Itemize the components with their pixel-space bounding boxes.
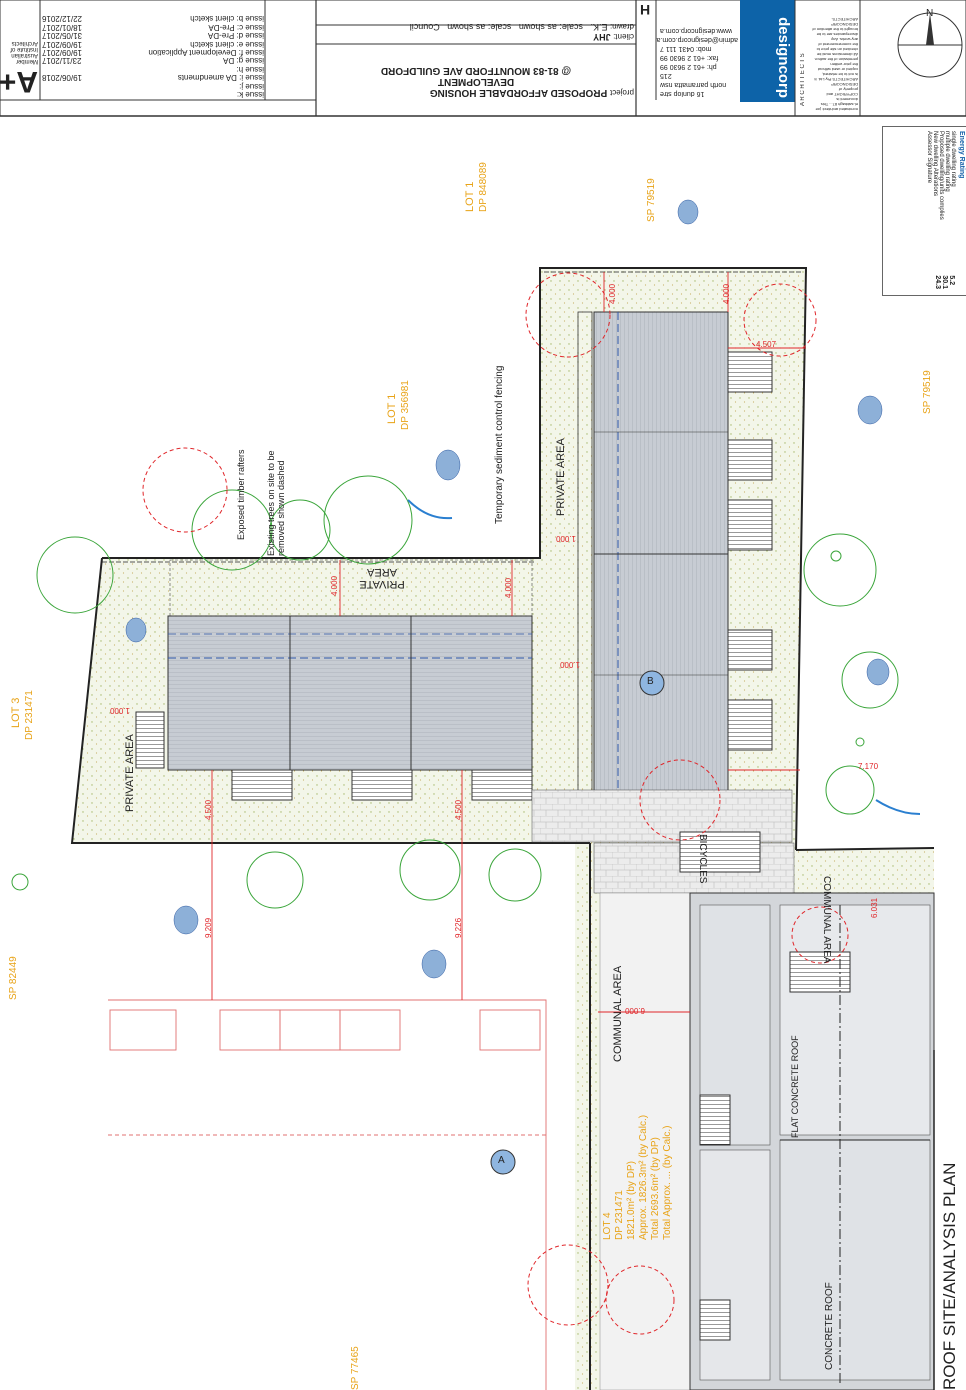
private-area-label: PRIVATE AREA [124, 734, 136, 812]
client-block: client: JHY drawn: E.K. scale: as shown … [409, 22, 634, 42]
dimension-label: 4.500 [204, 799, 213, 820]
dimension-label: 6.031 [870, 897, 879, 918]
lot-label: LOT 1 [464, 181, 476, 212]
title-block [0, 0, 966, 117]
issue-row: issue b: client sketch 22/12/2016 [42, 14, 264, 24]
energy-rating-certificate: Energy Rating single dwelling rating mul… [882, 126, 966, 296]
removed-trees [142, 272, 849, 1335]
communal-area-label: COMMUNAL AREA [612, 965, 624, 1062]
dimension-label: 4.000 [330, 575, 339, 596]
dimension-lines [211, 272, 806, 1013]
dimension-label: 4.500 [454, 799, 463, 820]
issue-row: issue g: DA 23/11/2017 [42, 56, 264, 66]
issue-row: issue c: Pre-DA 18/01/2017 [42, 22, 264, 32]
firm-address: 16 dunlop stre north parramatta nsw 215 … [656, 27, 738, 97]
dimension-label: 4.000 [608, 283, 617, 304]
private-area-label: PRIVATE AREA [555, 438, 567, 516]
dp-label: DP 356981 [400, 380, 411, 430]
copyright-note: nominated architect: joe el-sabbagh 87..… [812, 17, 858, 112]
note-existing-trees: Existing trees on site to be removed sho… [266, 450, 286, 556]
communal-area-label: COMMUNAL AREA [821, 876, 832, 964]
issue-row: issue e: client sketch 19/09/2017 [42, 39, 264, 49]
bldg-markers [490, 670, 665, 1175]
lot-area-block: LOT 4 DP 231471 1821.0m² (by DP) Approx.… [602, 1114, 673, 1240]
issue-row: issue k: [236, 90, 264, 99]
communal-path [593, 831, 795, 1390]
aia-logo: A+ Member Australian Institute of Archit… [0, 40, 38, 98]
dimension-label: 1.000 [556, 534, 577, 543]
firm-logo: designcorp [775, 17, 792, 98]
flow-arrows [407, 499, 921, 815]
dimension-label: 7.170 [858, 762, 879, 771]
issue-row: issue f: Development Application 19/09/2… [42, 47, 264, 57]
issue-row: issue d: Pre-DA 31/05/2017 [42, 31, 264, 41]
dp-label: DP 848089 [478, 162, 489, 212]
project-block: project PROPOSED AFFORDABLE HOUSING DEVE… [380, 65, 634, 98]
sp-label: SP 82449 [8, 956, 19, 1000]
dimension-label: 1.000 [560, 660, 581, 669]
plan-title: ROOF SITE/ANALYSIS PLAN [940, 1162, 959, 1390]
note-fencing: Temporary sediment control fencing [494, 365, 505, 524]
dimension-label: 9.209 [204, 917, 213, 938]
building-a-marker-label: A [498, 1155, 505, 1166]
sp-label: SP 77465 [350, 1346, 361, 1390]
private-area-label: PRIVATE AREA [359, 566, 405, 590]
dimension-label: 4.507 [756, 340, 777, 349]
building-b-roof [531, 311, 793, 843]
building-b-marker-label: B [647, 676, 654, 687]
dimension-label: 4.000 [504, 577, 513, 598]
sp-label: SP 79519 [646, 178, 657, 222]
lot-label: LOT 3 [10, 697, 22, 728]
roof-label: CONCRETE ROOF [824, 1282, 835, 1370]
neighbour-outline [108, 999, 547, 1390]
firm-sub: A R C H I T E C T S [800, 53, 806, 106]
building-a-complex [689, 892, 935, 1390]
dimension-label: 6.000 [625, 1006, 646, 1015]
roof-label: FLAT CONCRETE ROOF [790, 1035, 800, 1138]
dimension-label: 4.000 [722, 283, 731, 304]
lot-label: LOT 1 [386, 393, 398, 424]
shrubs [125, 199, 890, 979]
building-left-roof [135, 559, 533, 801]
north-arrow [897, 12, 963, 78]
north-label: N [926, 6, 934, 17]
drawing-code: H [640, 2, 651, 18]
issue-table: issue k: issue j: issue i: DA amendments… [42, 4, 264, 99]
existing-trees [11, 475, 899, 909]
dp-label: DP 231471 [24, 690, 35, 740]
issue-row: issue j: [239, 81, 264, 91]
issue-row: issue h: [236, 64, 264, 74]
issue-row: issue i: DA amendments 19/06/2018 [42, 73, 264, 83]
dimension-label: 1.000 [110, 706, 131, 715]
note-exposed-rafters: Exposed timber rafters [236, 449, 246, 540]
bicycles-label: BICYCLES [697, 834, 708, 884]
sp-label: SP 79519 [922, 370, 933, 414]
dimension-label: 9.226 [454, 917, 463, 938]
